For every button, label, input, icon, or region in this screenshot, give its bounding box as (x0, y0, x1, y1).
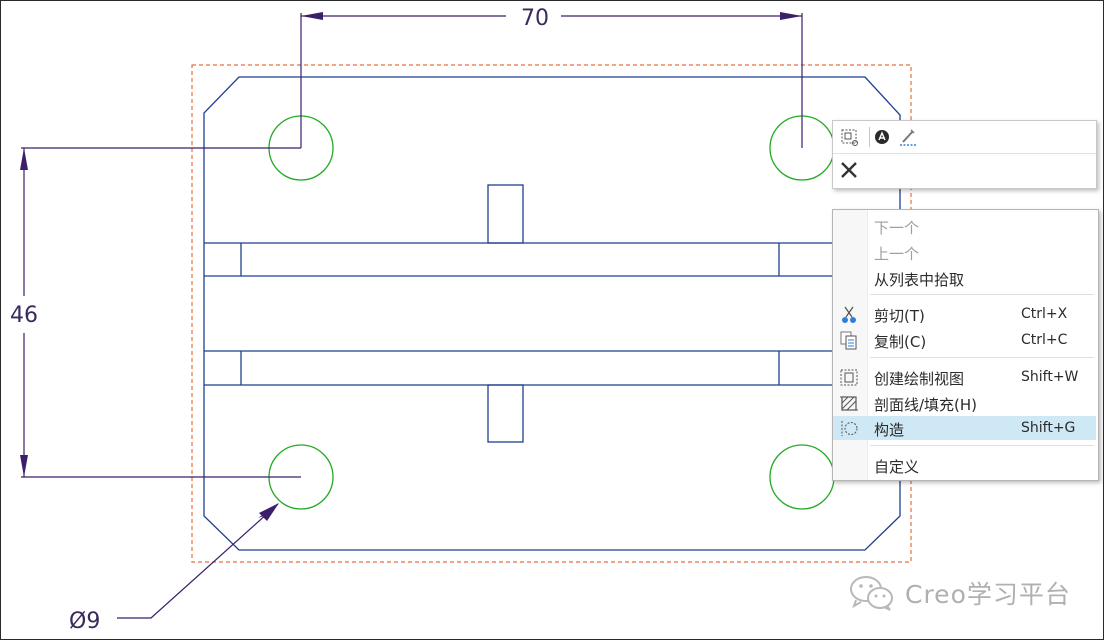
menu-item-construction[interactable]: 构造 Shift+G (833, 416, 1096, 440)
menu-separator (870, 357, 1094, 358)
menu-item-label: 下一个 (874, 219, 920, 237)
menu-item-shortcut: Shift+G (1021, 420, 1076, 436)
menu-item-copy[interactable]: 复制(C) Ctrl+C (833, 328, 1096, 352)
dimension-diameter-value[interactable]: Ø9 (69, 609, 100, 634)
menu-item-label: 剖面线/填充(H) (874, 396, 978, 414)
menu-item-shortcut: Ctrl+X (1021, 306, 1068, 322)
menu-separator (870, 445, 1094, 446)
menu-item-hatch-fill[interactable]: 剖面线/填充(H) (833, 391, 1096, 415)
toolbar-separator (869, 127, 870, 147)
dimension-horizontal[interactable] (300, 12, 803, 148)
menu-separator (870, 294, 1094, 295)
hole-bottom-right[interactable] (769, 444, 835, 510)
create-drawing-view-icon[interactable] (839, 126, 861, 148)
dimension-diameter-leader[interactable] (117, 503, 279, 619)
menu-item-label: 复制(C) (874, 333, 927, 351)
menu-item-shortcut: Ctrl+C (1021, 332, 1068, 348)
menu-item-label: 自定义 (874, 458, 920, 476)
menu-item-label: 上一个 (874, 245, 920, 263)
close-icon[interactable] (837, 158, 861, 182)
drawing-view-icon (839, 368, 859, 387)
menu-item-customize[interactable]: 自定义 (833, 453, 1096, 477)
menu-item-create-drawing-view[interactable]: 创建绘制视图 Shift+W (833, 365, 1096, 389)
wechat-logo-icon (850, 576, 893, 611)
menu-item-shortcut: Shift+W (1021, 369, 1079, 385)
copy-icon (839, 331, 859, 350)
menu-item-label: 从列表中拾取 (874, 271, 965, 289)
mini-toolbar-row (833, 121, 1096, 154)
line-style-icon[interactable] (897, 126, 919, 148)
lock-view-icon[interactable] (871, 126, 893, 148)
dimension-vertical[interactable] (20, 147, 301, 478)
scissors-icon (839, 305, 859, 324)
top-slot[interactable] (487, 184, 524, 244)
menu-item-label: 构造 (874, 421, 905, 439)
menu-item-next[interactable]: 下一个 (833, 214, 1096, 238)
dimension-horizontal-value[interactable]: 70 (521, 6, 549, 31)
mini-toolbar (832, 120, 1097, 189)
menu-item-label: 创建绘制视图 (874, 370, 965, 388)
menu-item-pick-from-list[interactable]: 从列表中拾取 (833, 266, 1096, 290)
plate-outline[interactable] (203, 76, 901, 551)
menu-item-previous[interactable]: 上一个 (833, 240, 1096, 264)
watermark: Creo学习平台 (847, 573, 1071, 613)
menu-item-label: 剪切(T) (874, 307, 925, 325)
menu-item-cut[interactable]: 剪切(T) Ctrl+X (833, 302, 1096, 326)
context-menu: 下一个 上一个 从列表中拾取 剪切(T) Ctrl+X (832, 209, 1099, 481)
selection-box (191, 64, 912, 563)
hatch-icon (839, 394, 859, 413)
watermark-text: Creo学习平台 (905, 580, 1071, 609)
dimension-vertical-value[interactable]: 46 (10, 303, 38, 328)
bottom-slot[interactable] (487, 384, 524, 443)
construction-icon (839, 419, 859, 438)
